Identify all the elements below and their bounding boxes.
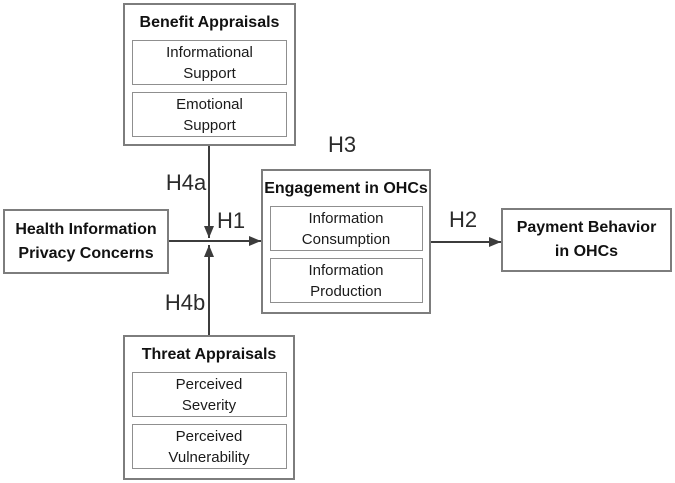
information-production-box: Information Production <box>269 258 423 303</box>
hypothesis-label-h2: H2 <box>448 207 478 232</box>
perceived-vulnerability-box: Perceived Vulnerability <box>131 424 287 469</box>
information-consumption-box: Information Consumption <box>269 206 423 251</box>
perceived-severity-box: Perceived Severity <box>131 372 287 417</box>
threat-appraisals-box: Threat Appraisals Perceived Severity Per… <box>123 335 295 480</box>
hypothesis-label-h4a: H4a <box>165 170 207 195</box>
hypothesis-label-h3: H3 <box>327 132 357 157</box>
engagement-in-ohcs-box: Engagement in OHCs Information Consumpti… <box>261 169 431 314</box>
informational-support-box: Informational Support <box>132 40 287 85</box>
privacy-concerns-box: Health Information Privacy Concerns <box>3 209 169 274</box>
hypothesis-label-h1: H1 <box>216 208 246 233</box>
benefit-appraisals-box: Benefit Appraisals Informational Support… <box>123 3 296 146</box>
benefit-appraisals-title: Benefit Appraisals <box>139 14 280 31</box>
engagement-in-ohcs-title: Engagement in OHCs <box>264 180 428 197</box>
hypothesis-label-h4b: H4b <box>164 290 206 315</box>
threat-appraisals-title: Threat Appraisals <box>141 346 277 363</box>
emotional-support-box: Emotional Support <box>132 92 287 137</box>
payment-behavior-box: Payment Behavior in OHCs <box>501 208 672 272</box>
